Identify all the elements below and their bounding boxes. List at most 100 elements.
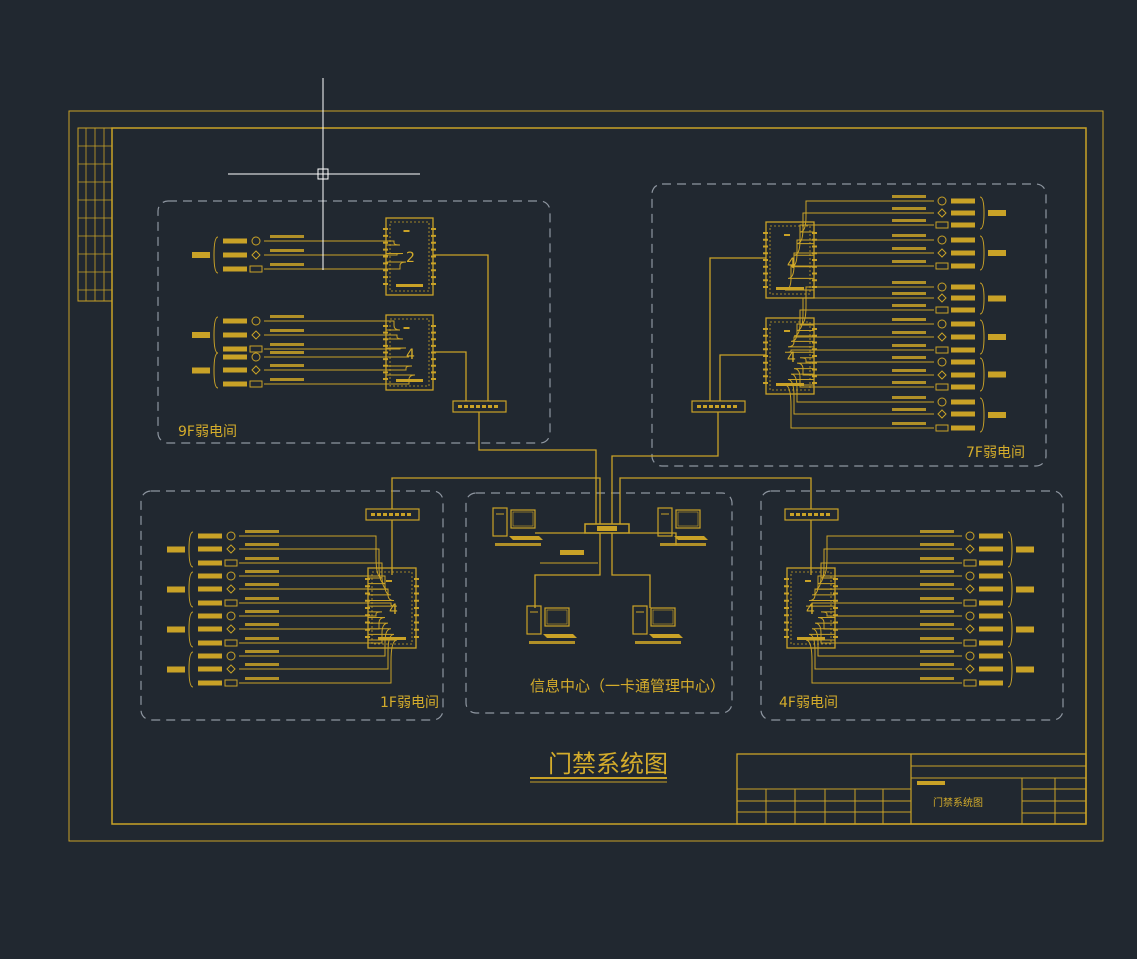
controller-terminal-right [431,358,436,361]
title-block-logo [917,781,945,785]
cable-spec-label [270,235,304,238]
door-group-brace [1007,651,1013,688]
controller-terminal-left [784,628,789,631]
cable-spec-label [245,637,279,640]
switch-9f-port [488,405,492,408]
door-device-bar [223,367,247,373]
switch-4f-port [820,513,824,516]
cable-spec-label [892,219,926,222]
door-device [198,599,238,607]
pc-keyboard [674,536,708,540]
exit-button-icon [251,365,261,375]
door-device [965,664,1003,674]
door-device-bar [979,560,1003,566]
door-group-brace [1007,571,1013,608]
card-reader-icon [965,531,975,541]
controller-mark [784,330,790,332]
door-device [963,559,1003,567]
controller-terminal-left [763,232,768,234]
card-reader-icon [937,357,947,367]
trunk-7f-b [719,354,766,401]
door-cable [793,309,934,337]
controller-terminal-left [383,255,388,258]
card-reader-icon [937,235,947,245]
electric-lock-icon [963,599,977,607]
door-device-bar [223,354,247,360]
door-device [198,651,236,661]
trunk-pc-right [629,532,677,545]
door-cable [787,336,934,348]
switch-7f-port [733,405,737,408]
cable-spec-label [245,650,279,653]
door-cable [811,575,962,596]
door-device [937,357,975,367]
door-device [198,571,236,581]
door-device [223,330,261,340]
door-device [935,221,975,229]
exit-button-icon [937,370,947,380]
controller-mark [805,580,811,582]
door-device-bar [951,411,975,417]
controller-terminal-right [414,614,419,617]
pc-caption [635,641,681,644]
computer-workstation-icon [632,605,683,644]
controller-terminal-right [414,592,419,595]
controller-terminal-right [833,607,838,609]
door-device [937,208,975,218]
door-label [988,210,1006,216]
door-device-bar [951,198,975,204]
cable-spec-label [920,530,954,533]
controller-7f-a [763,221,817,299]
electric-lock-icon [224,559,238,567]
cable-spec-label [892,247,926,250]
controller-terminal-right [833,592,838,595]
controller-terminal-right [812,252,817,255]
trunk-9f-main [478,412,597,524]
cable-spec-label [245,663,279,666]
info-center-label: 信息中心（一卡通管理中心） [530,677,725,695]
door-cable [264,253,404,256]
door-device-bar [223,252,247,258]
controller-terminal-left [763,279,768,282]
controller-terminal-right [812,286,817,288]
switch-4f-port [808,513,812,516]
door-device [198,624,236,634]
door-label [1016,666,1034,673]
door-device [937,370,975,380]
door-device [223,236,261,246]
door-device-bar [198,586,222,592]
controller-terminal-left [383,269,388,272]
door-device [965,531,1003,541]
electric-lock-icon [249,345,263,353]
card-reader-icon [226,651,236,661]
door-device-bar [951,237,975,243]
door-device [198,544,236,554]
door-label [167,546,185,553]
controller-terminal-left [383,351,388,354]
pc-screen [677,511,699,527]
exit-button-icon [251,250,261,260]
controller-terminal-right [414,621,419,624]
door-wiring-1f [167,530,398,688]
door-group-brace [213,352,219,389]
cable-spec-label [270,315,304,318]
controller-terminal-left [365,636,370,638]
door-cable [239,548,386,585]
cable-spec-label [270,249,304,252]
pc-tower [526,605,542,635]
exit-button-icon [937,409,947,419]
door-group-brace [213,236,219,274]
door-device-bar [951,347,975,353]
card-reader-icon [251,236,261,246]
controller-terminal-right [812,368,817,371]
door-device-bar [979,640,1003,646]
door-device [937,409,975,419]
door-device-bar [979,533,1003,539]
door-cable [793,368,934,388]
switch-7f-port [727,405,731,408]
controller-terminal-left [383,338,388,341]
door-wiring [167,195,1034,688]
door-group-brace [979,196,985,230]
pc-monitor [510,509,536,529]
